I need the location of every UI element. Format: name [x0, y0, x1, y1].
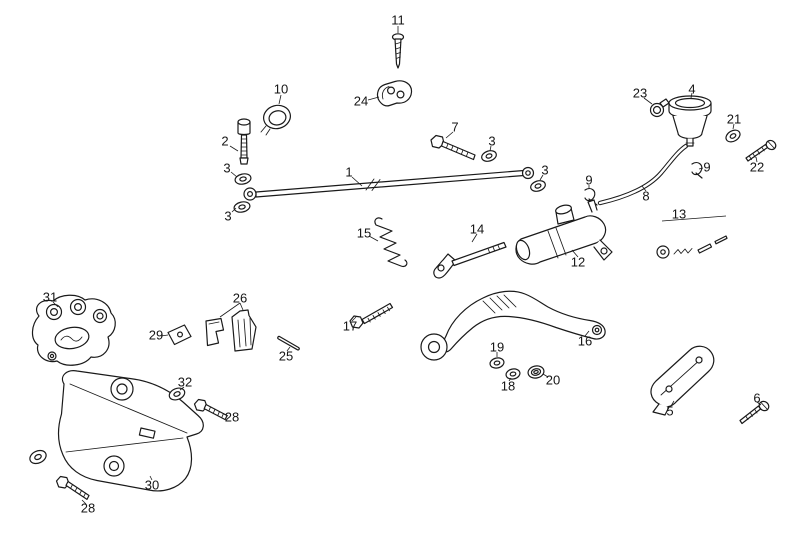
part-label-15: 15	[356, 225, 372, 241]
pin-25	[277, 335, 300, 351]
part-label-10: 10	[273, 81, 289, 97]
spring-15	[374, 217, 408, 268]
part-label-22: 22	[749, 159, 765, 175]
clamp-23	[649, 98, 670, 118]
screw-22	[745, 139, 777, 162]
part-label-3a: 3	[223, 160, 231, 176]
part-label-26: 26	[232, 290, 248, 306]
pushrod-14	[433, 241, 507, 279]
part-label-31: 31	[42, 289, 58, 305]
part-label-2: 2	[221, 133, 229, 149]
repair-kit-13	[656, 235, 728, 259]
part-label-29: 29	[148, 327, 164, 343]
bolt-28b	[55, 475, 90, 500]
part-label-7: 7	[451, 119, 459, 135]
part-label-19: 19	[489, 339, 505, 355]
part-label-30: 30	[144, 477, 160, 493]
part-label-5: 5	[666, 403, 674, 419]
washer-21	[725, 129, 741, 143]
part-label-12: 12	[570, 254, 586, 270]
part-label-18: 18	[500, 378, 516, 394]
adjuster-2	[237, 118, 251, 165]
pad-shim-29	[167, 324, 192, 346]
washer-3a	[234, 173, 252, 185]
part-label-9a: 9	[585, 172, 593, 188]
part-label-8: 8	[642, 188, 650, 204]
guard-plate-30	[57, 370, 204, 492]
brake-pads-26	[205, 309, 257, 352]
part-label-4: 4	[688, 81, 696, 97]
washer-19	[489, 357, 505, 369]
screw-6	[739, 400, 770, 425]
part-label-24: 24	[353, 93, 369, 109]
washer-32	[168, 387, 186, 401]
hose-clamp-10	[260, 104, 291, 136]
part-label-3d: 3	[541, 162, 549, 178]
part-label-16: 16	[577, 333, 593, 349]
washer-20	[527, 365, 545, 379]
part-label-3b: 3	[224, 208, 232, 224]
guard-5	[650, 345, 715, 416]
bolt-7	[430, 134, 476, 161]
reservoir-4	[668, 95, 712, 147]
washer-3c	[481, 150, 497, 162]
part-label-20: 20	[545, 372, 561, 388]
master-cylinder-12	[515, 199, 613, 265]
brake-rod-1	[243, 166, 535, 201]
part-label-32: 32	[177, 374, 193, 390]
part-label-28b: 28	[80, 500, 96, 516]
part-label-17: 17	[342, 318, 358, 334]
part-label-14: 14	[469, 221, 485, 237]
part-label-13: 13	[671, 206, 687, 222]
part-label-1: 1	[345, 164, 353, 180]
cable-clamp-24	[376, 80, 413, 107]
bolt-17	[349, 302, 394, 329]
part-label-9b: 9	[703, 159, 711, 175]
washer-3b	[233, 201, 251, 213]
part-label-3c: 3	[488, 133, 496, 149]
washer-3d	[530, 180, 546, 192]
clip-9b	[691, 161, 703, 179]
washer-bottom-left	[29, 449, 47, 465]
screw-11	[391, 33, 405, 69]
brake-pedal-16	[420, 290, 606, 361]
bolt-28a	[193, 398, 228, 421]
part-label-23: 23	[632, 85, 648, 101]
part-label-6: 6	[753, 390, 761, 406]
leader-lines	[52, 26, 762, 505]
part-label-21: 21	[726, 111, 742, 127]
caliper-31	[31, 294, 116, 366]
part-label-28a: 28	[224, 409, 240, 425]
part-label-25: 25	[278, 348, 294, 364]
hose-8	[597, 143, 689, 206]
part-label-11: 11	[391, 12, 405, 28]
washer-18	[505, 368, 521, 380]
